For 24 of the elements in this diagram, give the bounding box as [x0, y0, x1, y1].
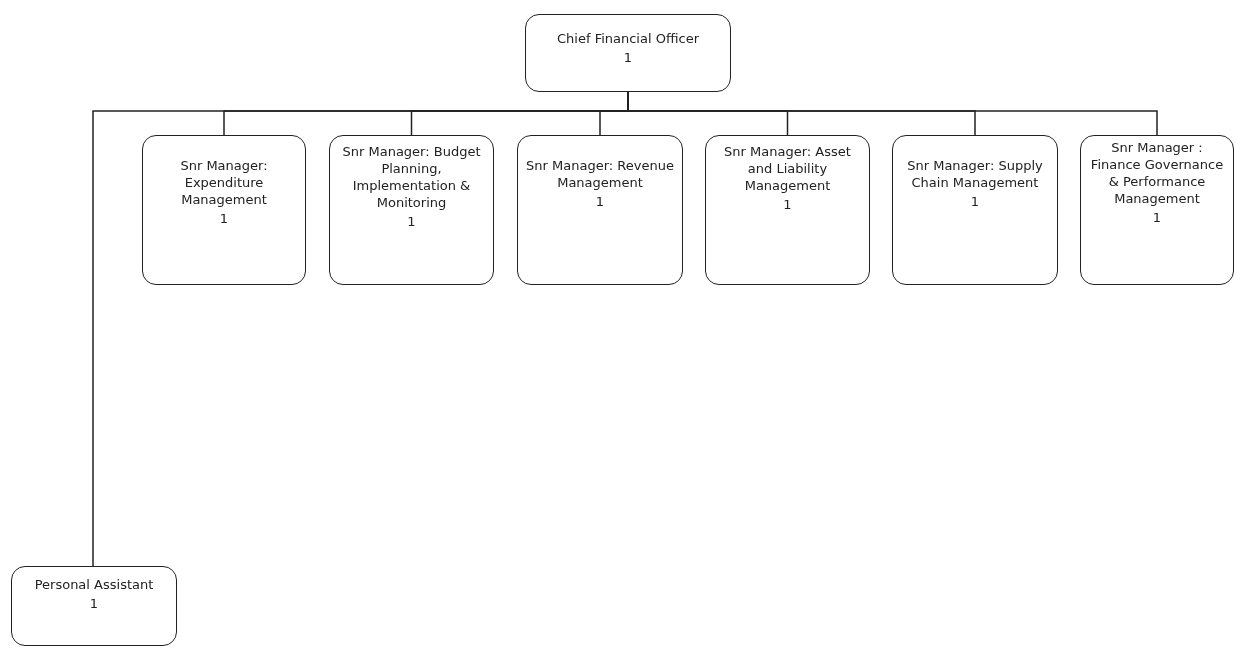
position-count: 1	[970, 193, 980, 211]
position-count: 1	[89, 595, 99, 613]
position-count: 1	[783, 196, 792, 214]
org-box	[11, 566, 177, 646]
position-title: Snr Manager: Expenditure Management	[179, 158, 269, 209]
position-title: Snr Manager: Asset and Liability Management	[723, 144, 852, 195]
position-count: 1	[595, 193, 605, 211]
org-box	[1080, 135, 1234, 285]
position-count: 1	[1152, 209, 1162, 227]
org-box	[329, 135, 494, 285]
position-title: Snr Manager: Budget Planning, Implementation & Monitoring	[341, 144, 482, 212]
org-box	[517, 135, 683, 285]
position-title: Chief Financial Officer	[557, 31, 699, 48]
position-count: 1	[219, 210, 229, 228]
org-box	[892, 135, 1058, 285]
position-title: Snr Manager: Revenue Management	[525, 158, 675, 192]
org-box	[705, 135, 870, 285]
position-title: Snr Manager: Supply Chain Management	[906, 158, 1044, 192]
position-title: Snr Manager : Finance Governance & Performance Management	[1089, 140, 1225, 208]
org-box	[525, 14, 731, 92]
position-count: 1	[407, 213, 416, 231]
position-title: Personal Assistant	[34, 577, 154, 594]
org-box	[142, 135, 306, 285]
position-count: 1	[623, 49, 633, 67]
